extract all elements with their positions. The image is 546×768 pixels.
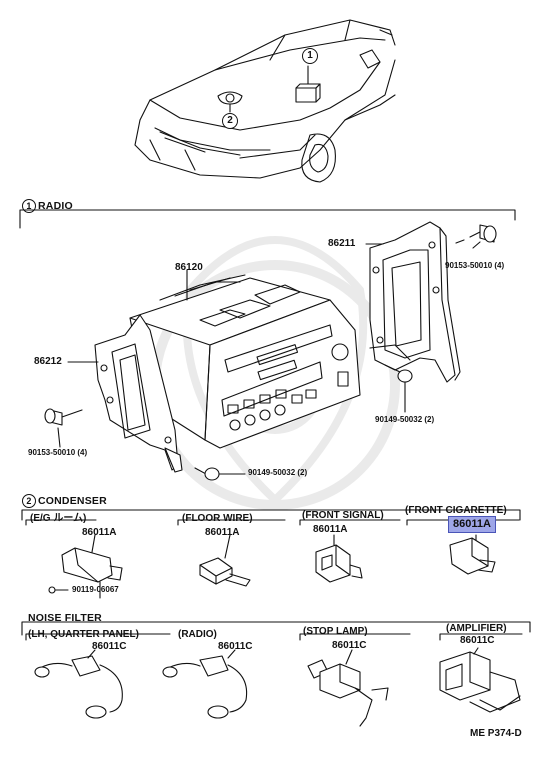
condenser-part-90119: 90119-06067 (72, 585, 119, 594)
bracket-86211 (369, 221, 461, 383)
condenser-part-front-cigarette-highlighted: 86011A (448, 516, 496, 533)
part-86211: 86211 (328, 238, 356, 249)
part-90153-top: 90153-50010 (4) (445, 261, 505, 270)
noise-filter-radio (162, 649, 248, 719)
bolt-90153-left (44, 408, 83, 448)
section-radio-title: RADIO (38, 199, 73, 212)
condenser-header-floor-wire: (FLOOR WIRE) (182, 513, 253, 524)
radio-section-bracket (19, 209, 516, 229)
section-noise-filter-title: NOISE FILTER (28, 612, 102, 624)
noise-filter-amplifier (439, 647, 521, 713)
part-90149-right: 90149-50032 (2) (375, 415, 435, 424)
callout-2: 2 (222, 113, 238, 129)
section-radio-number: 1 (22, 199, 36, 213)
condenser-header-front-cigarette: (FRONT CIGARETTE) (405, 505, 507, 516)
condenser-floor-wire (199, 534, 251, 587)
noise-header-lh-quarter: (LH, QUARTER PANEL) (28, 629, 139, 640)
noise-filter-lh-quarter (34, 649, 123, 719)
noise-filter-bracket (21, 621, 531, 641)
section-condenser-number: 2 (22, 494, 36, 508)
car-illustration (134, 19, 396, 183)
noise-header-amplifier: (AMPLIFIER) (446, 623, 507, 634)
noise-header-stop-lamp: (STOP LAMP) (303, 626, 368, 637)
part-86212: 86212 (34, 356, 62, 367)
radio-unit-86120 (129, 274, 361, 449)
part-86120: 86120 (175, 262, 203, 273)
diagram-code: ME P374-D (470, 728, 522, 739)
noise-part-stop-lamp: 86011C (332, 640, 367, 651)
section-condenser-title: CONDENSER (38, 494, 107, 507)
part-90153-left: 90153-50010 (4) (28, 448, 88, 457)
bolt-90153-top (455, 224, 497, 249)
noise-part-lh-quarter: 86011C (92, 641, 127, 652)
screw-90149-bottom (194, 467, 246, 481)
bracket-86212 (94, 314, 183, 473)
noise-header-radio: (RADIO) (178, 629, 217, 640)
callout-1: 1 (302, 48, 318, 64)
condenser-part-floor-wire: 86011A (205, 527, 240, 538)
noise-part-amplifier: 86011C (460, 635, 495, 646)
noise-filter-stop-lamp (307, 649, 389, 727)
part-90149-bottom: 90149-50032 (2) (248, 468, 308, 477)
noise-part-radio: 86011C (218, 641, 253, 652)
condenser-front-signal (315, 534, 363, 583)
screw-90149-right (384, 364, 413, 413)
condenser-header-front-signal: (FRONT SIGNAL) (302, 510, 384, 521)
condenser-eg-room (48, 534, 123, 599)
condenser-front-cigarette (449, 534, 496, 575)
condenser-part-front-signal: 86011A (313, 524, 348, 535)
condenser-header-eg-room: (E/G ルーム) (30, 513, 87, 524)
condenser-part-eg-room: 86011A (82, 527, 117, 538)
